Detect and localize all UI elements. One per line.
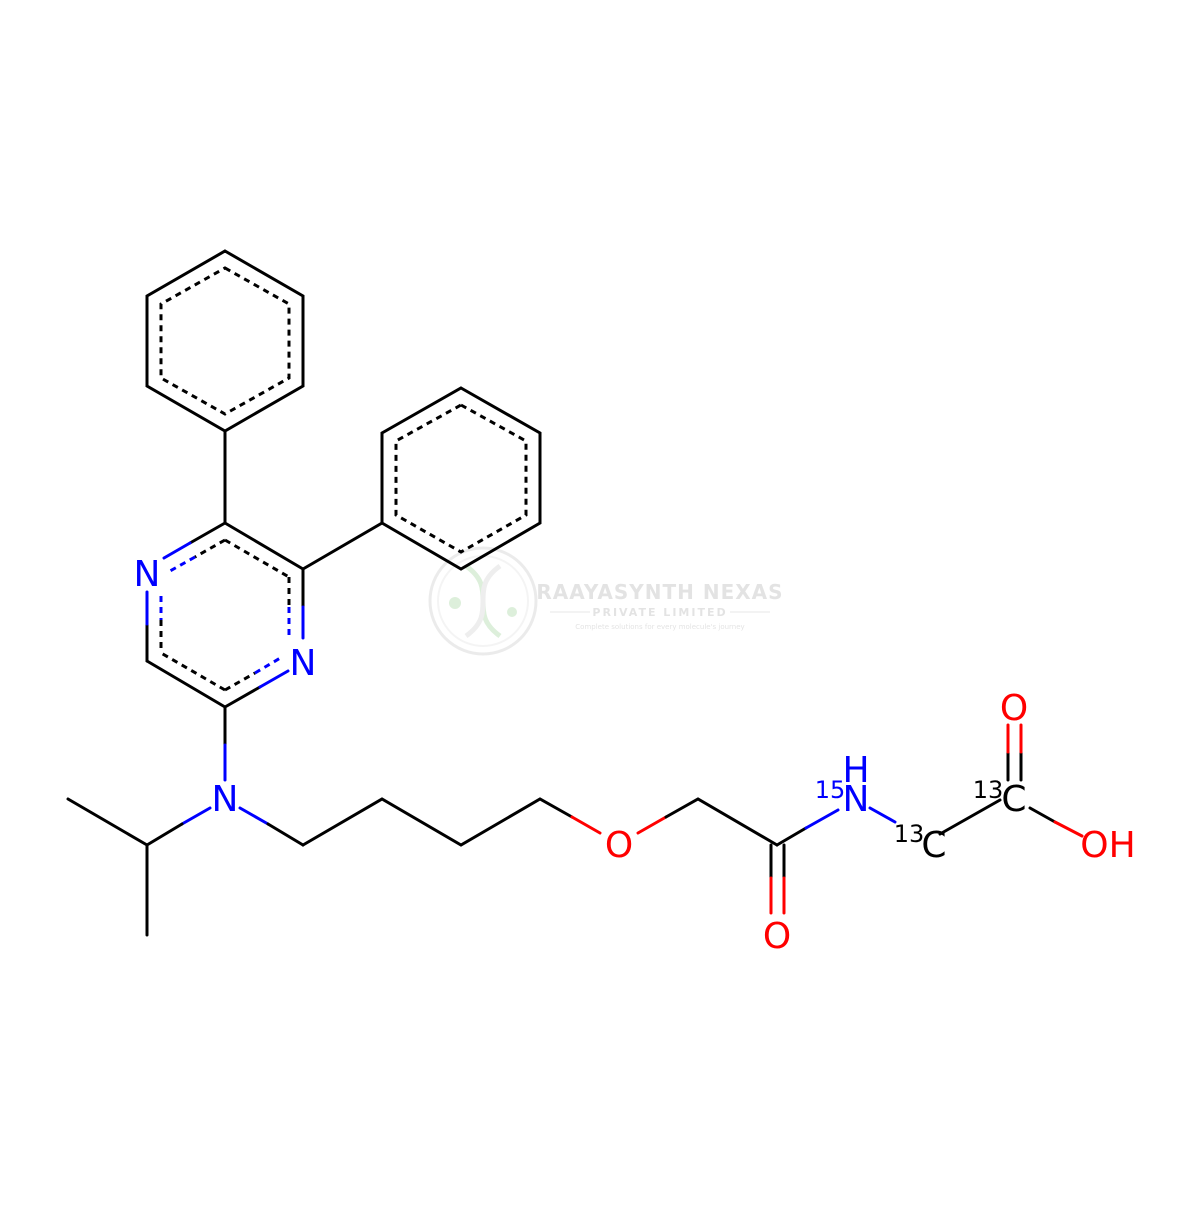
watermark: RAAYASYNTH NEXAS PRIVATE LIMITED Complet… <box>428 546 783 656</box>
watermark-tagline: Complete solutions for every molecule's … <box>575 623 744 631</box>
atom-amine-n: N <box>212 779 239 820</box>
isotope-label-15: 15 <box>815 776 846 804</box>
atom-amide-o: O <box>763 916 791 957</box>
atom-alpha-c: C <box>921 825 946 866</box>
atom-pyrazine-n2: N <box>290 643 317 684</box>
atom-carbonyl-o: O <box>1000 688 1028 729</box>
atom-pyrazine-n1: N <box>134 554 161 595</box>
atom-amide-h: H <box>842 750 869 791</box>
phenyl-ring-top <box>145 249 305 433</box>
isotope-label-13-carboxyl: 13 <box>973 776 1004 804</box>
atom-amide-n: N <box>843 779 870 820</box>
atom-hydroxyl: OH <box>1080 825 1135 866</box>
phenyl-ring-right <box>380 386 542 571</box>
atom-carboxyl-c: C <box>1001 779 1026 820</box>
isotope-label-13-alpha: 13 <box>894 820 925 848</box>
atom-ether-o: O <box>605 825 633 866</box>
watermark-title: RAAYASYNTH NEXAS <box>536 580 783 604</box>
bond-phenyl-right-link <box>301 521 384 571</box>
pyrazine-ring <box>145 521 305 709</box>
dna-helix-icon <box>428 546 538 656</box>
watermark-subtitle: PRIVATE LIMITED <box>592 606 727 619</box>
